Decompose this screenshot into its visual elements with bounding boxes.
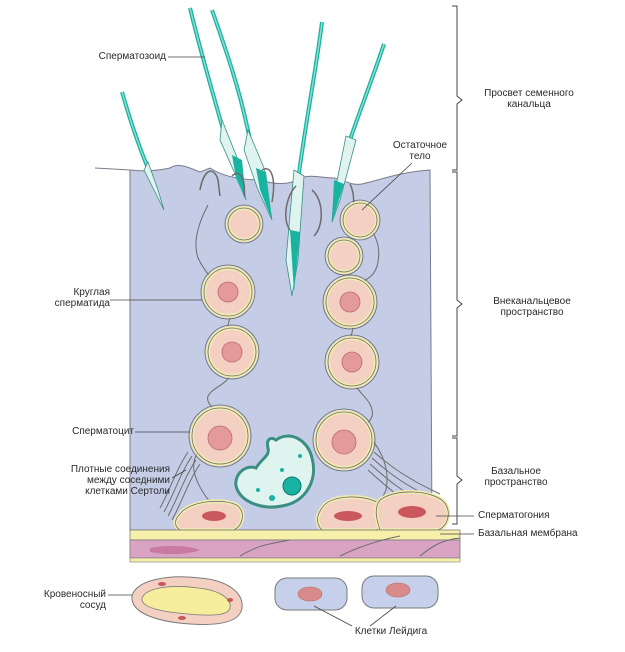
basement-membrane: [129, 529, 461, 541]
round-spermatids: [200, 264, 380, 390]
label-residual-body: Остаточное тело: [392, 140, 448, 162]
label-basement-membrane: Базальная мембрана: [478, 528, 578, 539]
label-blood-vessel: Кровеносный сосуд: [43, 589, 106, 611]
leader-lines: [108, 56, 474, 627]
label-round-spermatid: Круглая сперматида: [54, 287, 110, 309]
spermatogonia: [173, 489, 451, 532]
spermatocytes: [188, 404, 376, 472]
blood-vessel: [131, 576, 243, 625]
label-spermatogonium: Сперматогония: [478, 510, 550, 521]
label-tight-junctions: Плотные соединения между соседними клетк…: [70, 464, 170, 497]
sertoli-crypts: [199, 168, 355, 237]
leydig-cells: [274, 575, 439, 611]
label-spermatozoon: Сперматозоид: [98, 51, 166, 62]
label-lumen: Просвет семенного канальца: [484, 88, 574, 110]
label-spermatocyte: Сперматоцит: [72, 426, 134, 437]
spermatozoa: [120, 7, 386, 297]
label-adluminal: Внеканальцевое пространство: [493, 296, 571, 318]
intercellular-bridge-right: [345, 217, 388, 513]
region-brackets: [452, 5, 463, 525]
label-leydig-cells: Клетки Лейдига: [354, 626, 428, 637]
label-basal: Базальное пространство: [484, 466, 548, 488]
